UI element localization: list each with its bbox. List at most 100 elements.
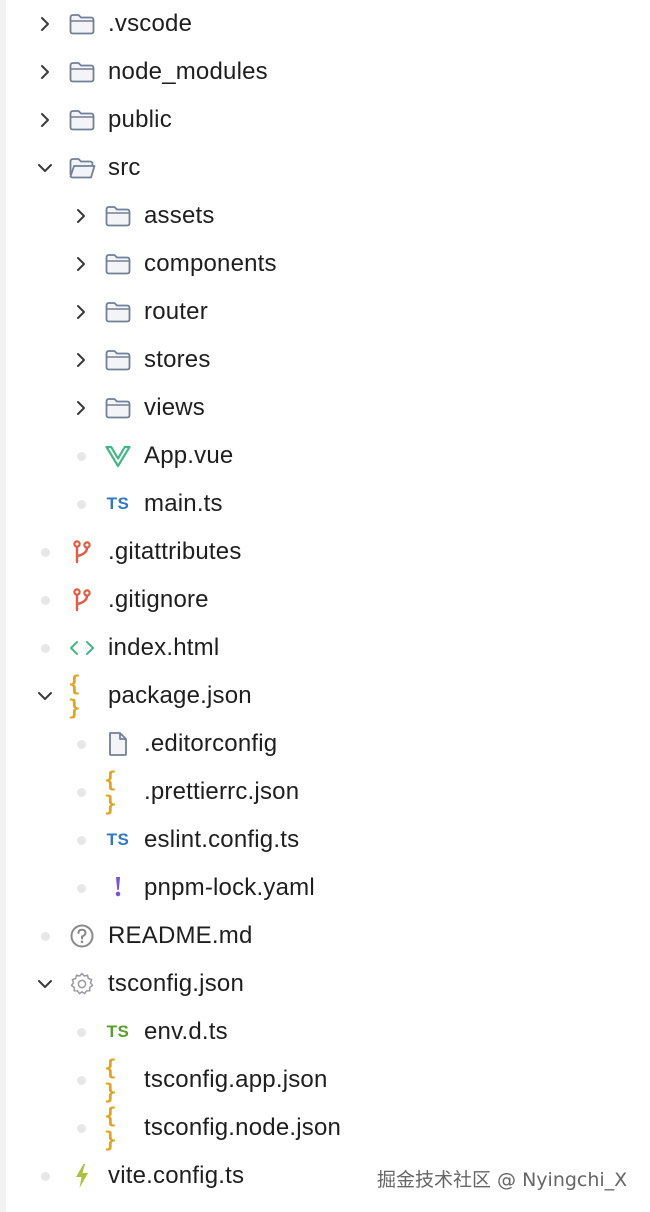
chevron-down-icon[interactable] [33, 960, 57, 1008]
folder-open-icon [68, 144, 96, 192]
tree-item-label: stores [144, 346, 211, 373]
typescript-def-icon: TS [106, 1022, 130, 1041]
chevron-right-icon[interactable] [69, 336, 93, 384]
tree-folder-6[interactable]: router [0, 288, 650, 336]
dot-indicator [33, 576, 57, 624]
tree-item-label: README.md [108, 922, 253, 949]
tree-file-19[interactable]: README.md [0, 912, 650, 960]
chevron-right-icon[interactable] [33, 96, 57, 144]
dot-indicator [69, 816, 93, 864]
git-icon [68, 576, 96, 624]
typescript-icon: TS [106, 830, 130, 849]
json-icon: { } [104, 1056, 119, 1104]
folder-icon [104, 384, 132, 432]
dot-indicator [33, 1152, 57, 1200]
tree-file-21[interactable]: TS env.d.ts [0, 1008, 650, 1056]
dot-indicator [69, 1104, 93, 1152]
tree-file-22[interactable]: { } tsconfig.app.json [0, 1056, 650, 1104]
folder-icon [68, 0, 96, 48]
tree-item-label: views [144, 394, 206, 421]
settings-icon [68, 960, 96, 1008]
tree-file-13[interactable]: index.html [0, 624, 650, 672]
tree-file-9[interactable]: App.vue [0, 432, 650, 480]
tree-file-17[interactable]: TS eslint.config.ts [0, 816, 650, 864]
tree-item-label: tsconfig.json [108, 970, 245, 997]
tree-item-label: tsconfig.app.json [144, 1066, 328, 1093]
vite-icon [68, 1152, 96, 1200]
watermark: 掘金技术社区 @ Nyingchi_X [377, 1168, 628, 1191]
tree-item-label: .gitattributes [108, 538, 242, 565]
tree-item-label: .gitignore [108, 586, 209, 613]
chevron-right-icon[interactable] [69, 240, 93, 288]
tree-file-10[interactable]: TS main.ts [0, 480, 650, 528]
readme-icon [68, 912, 96, 960]
chevron-down-icon[interactable] [33, 144, 57, 192]
folder-icon [68, 48, 96, 96]
tree-folder-2[interactable]: public [0, 96, 650, 144]
tree-item-label: public [108, 106, 172, 133]
chevron-right-icon[interactable] [69, 384, 93, 432]
tree-file-12[interactable]: .gitignore [0, 576, 650, 624]
tree-item-label: eslint.config.ts [144, 826, 300, 853]
folder-icon [104, 240, 132, 288]
tree-folder-8[interactable]: views [0, 384, 650, 432]
dot-indicator [33, 912, 57, 960]
json-icon: { } [104, 768, 119, 816]
tree-folder-3[interactable]: src [0, 144, 650, 192]
dot-indicator [69, 720, 93, 768]
explorer-left-edge [0, 0, 6, 1212]
tree-folder-1[interactable]: node_modules [0, 48, 650, 96]
folder-icon [104, 192, 132, 240]
folder-icon [68, 96, 96, 144]
vue-icon [104, 432, 132, 480]
tree-folder-4[interactable]: assets [0, 192, 650, 240]
dot-indicator [33, 624, 57, 672]
dot-indicator [69, 864, 93, 912]
dot-indicator [69, 480, 93, 528]
tree-file-18[interactable]: ! pnpm-lock.yaml [0, 864, 650, 912]
tree-item-label: pnpm-lock.yaml [144, 874, 315, 901]
tree-item-label: src [108, 154, 141, 181]
tree-item-label: .editorconfig [144, 730, 278, 757]
tree-item-label: main.ts [144, 490, 223, 517]
chevron-down-icon[interactable] [33, 672, 57, 720]
folder-icon [104, 336, 132, 384]
chevron-right-icon[interactable] [33, 0, 57, 48]
tree-folder-0[interactable]: .vscode [0, 0, 650, 48]
json-icon: { } [68, 672, 83, 720]
tree-item-label: App.vue [144, 442, 234, 469]
tree-folder-5[interactable]: components [0, 240, 650, 288]
json-icon: { } [104, 1104, 119, 1152]
dot-indicator [69, 432, 93, 480]
tree-item-label: .prettierrc.json [144, 778, 300, 805]
chevron-right-icon[interactable] [69, 288, 93, 336]
typescript-icon: TS [106, 494, 130, 513]
tree-item-label: node_modules [108, 58, 268, 85]
tree-item-label: components [144, 250, 277, 277]
tree-file-23[interactable]: { }tsconfig.node.json [0, 1104, 650, 1152]
dot-indicator [69, 1008, 93, 1056]
chevron-right-icon[interactable] [33, 48, 57, 96]
yaml-icon: ! [113, 872, 123, 903]
dot-indicator [69, 1056, 93, 1104]
tree-item-label: assets [144, 202, 215, 229]
tree-item-label: env.d.ts [144, 1018, 228, 1045]
git-icon [68, 528, 96, 576]
tree-item-label: package.json [108, 682, 252, 709]
tree-file-11[interactable]: .gitattributes [0, 528, 650, 576]
tree-file-20[interactable]: tsconfig.json [0, 960, 650, 1008]
dot-indicator [33, 528, 57, 576]
tree-item-label: router [144, 298, 208, 325]
tree-file-15[interactable]: .editorconfig [0, 720, 650, 768]
tree-item-label: .vscode [108, 10, 193, 37]
tree-item-label: index.html [108, 634, 220, 661]
tree-file-14[interactable]: { } package.json [0, 672, 650, 720]
file-icon [104, 720, 132, 768]
dot-indicator [69, 768, 93, 816]
tree-file-24[interactable]: vite.config.ts [0, 1152, 650, 1200]
tree-file-16[interactable]: { } .prettierrc.json [0, 768, 650, 816]
tree-folder-7[interactable]: stores [0, 336, 650, 384]
chevron-right-icon[interactable] [69, 192, 93, 240]
tree-item-label: vite.config.ts [108, 1162, 245, 1189]
html-icon [68, 624, 96, 672]
